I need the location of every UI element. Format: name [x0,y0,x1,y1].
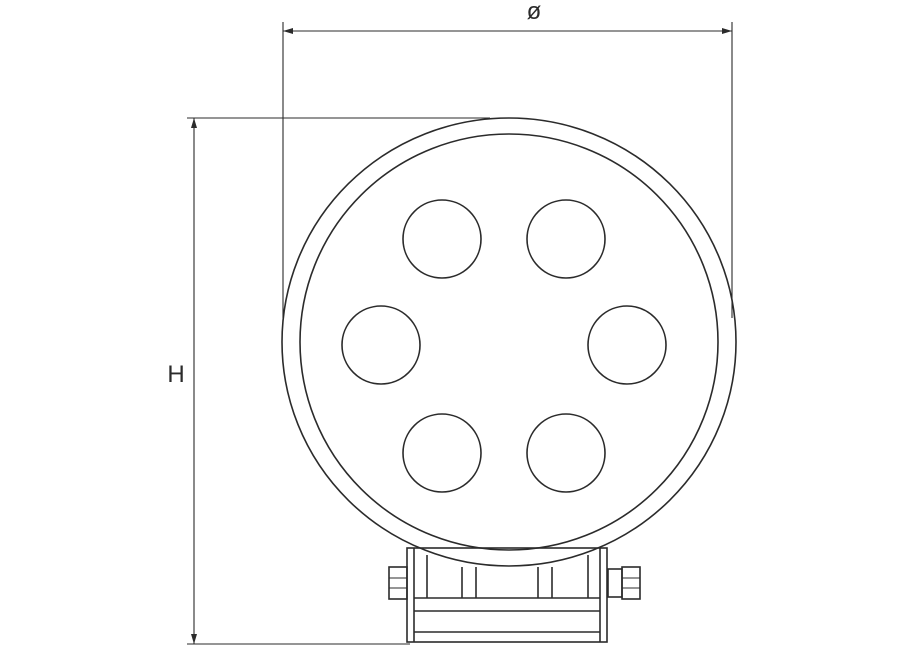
height-label: H [167,361,184,388]
mounting-bracket [388,547,641,643]
diameter-dimension: ø [282,0,733,318]
right-bolt-head [621,566,641,600]
height-dimension: H [167,117,490,645]
right-bolt-nut [607,568,623,598]
diameter-arrow-right [722,28,732,34]
bracket-frame [406,547,608,643]
housing-inner-ring [299,133,719,551]
height-arrow-bottom [191,634,197,644]
housing-outer-ring [281,117,737,567]
led-array [341,199,667,493]
led-top-left [402,199,482,279]
left-bolt-head [388,566,408,600]
led-bottom-left [402,413,482,493]
led-middle-left [341,305,421,385]
diameter-label: ø [527,0,542,25]
height-arrow-top [191,118,197,128]
led-bottom-right [526,413,606,493]
led-middle-right [587,305,667,385]
lamp-housing [281,117,737,567]
led-top-right [526,199,606,279]
diameter-arrow-left [283,28,293,34]
